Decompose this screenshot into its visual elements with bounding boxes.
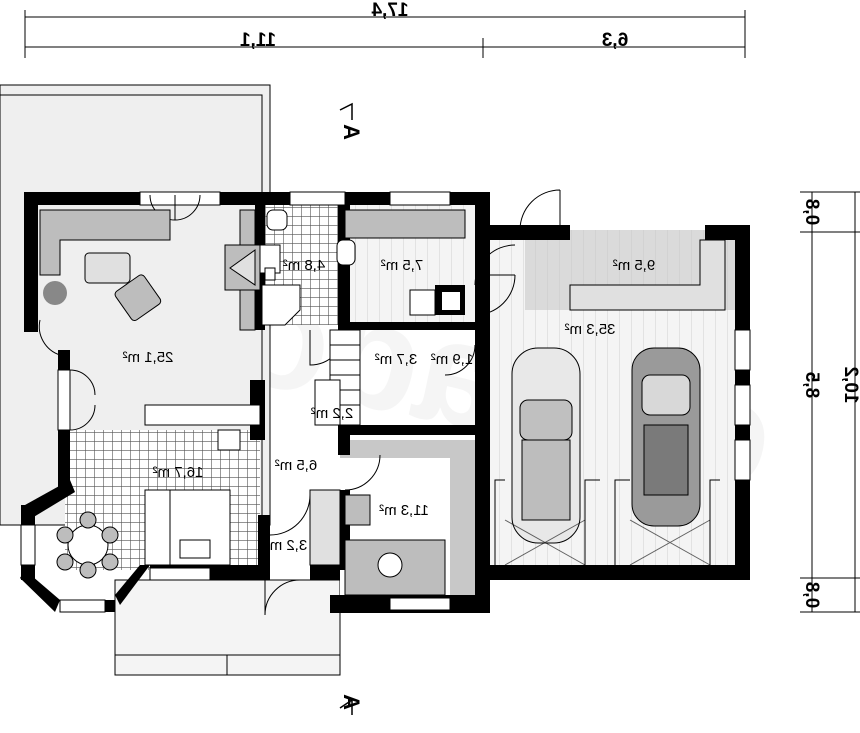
dim-bottom-offset: 0,8 [801,582,822,608]
room-area-entrance: 3,2 m² [265,537,308,554]
dim-middle-depth: 8,5 [801,371,822,398]
kitchen-units [144,404,261,566]
room-area-corridor: 3,7 m² [375,351,418,368]
labels: 17,4 11,1 6,3 10,2 8,5 0,8 0,8 A A 25,1 … [123,0,860,715]
mirrored-drawing: extradom [0,84,789,676]
room-area-bathroom: 4,8 m² [283,257,326,274]
dimension-lines [24,10,860,613]
car-left [631,347,701,527]
section-mark-bottom: A [339,694,364,710]
dim-top-offset: 0,8 [801,199,822,225]
section-mark-top: A [339,124,364,140]
porch [114,579,341,676]
car-right [511,347,581,544]
room-area-laundry: 7,5 m² [381,257,424,274]
dining-table [56,511,119,579]
laundry-fixtures [344,209,466,316]
room-area-kitchen: 16,7 m² [153,464,204,481]
room-area-storage: 9,5 m² [613,257,656,274]
walls [20,191,751,613]
doors [38,189,561,616]
dim-left-width: 11,1 [240,30,276,51]
room-area-stair-hall: 2,2 m² [311,405,354,422]
garage-door-tracks [494,479,720,566]
room-area-hall: 6,5 m² [275,457,318,474]
living-furniture [39,209,261,331]
stairs [314,329,361,426]
office-furniture [309,489,446,596]
dim-total-width: 17,4 [371,0,408,21]
room-area-garage: 35,3 m² [565,321,616,338]
room-area-office: 11,3 m² [379,502,429,519]
room-area-wc: 1,9 m² [431,351,474,368]
dim-right-width: 6,3 [602,30,628,51]
garage-shelf [569,239,726,311]
bathroom-fixtures [259,209,356,326]
dim-total-depth: 10,2 [840,367,860,404]
room-area-living: 25,1 m² [123,349,174,366]
